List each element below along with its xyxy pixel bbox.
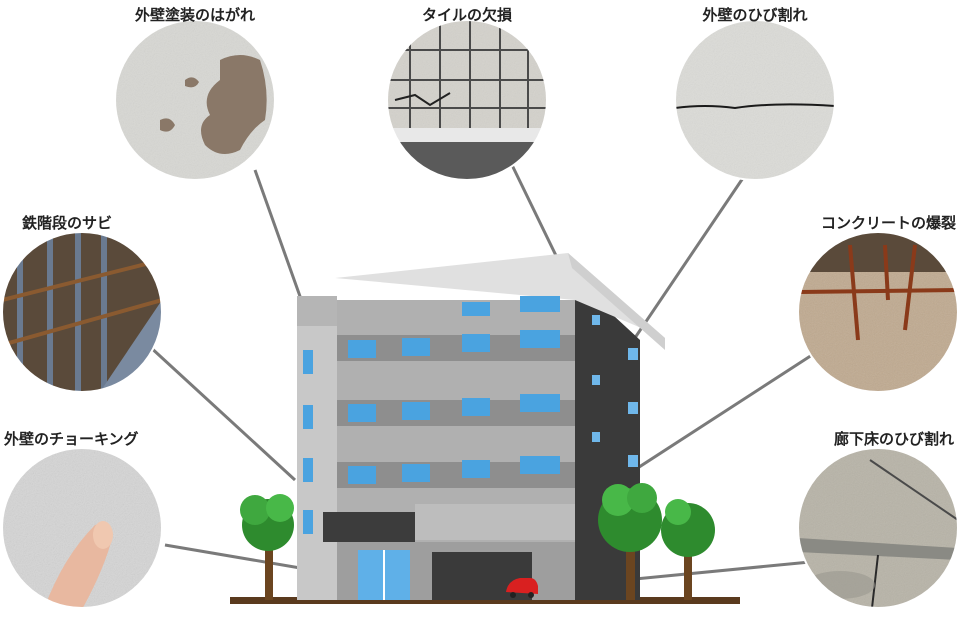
side-windows xyxy=(592,315,638,467)
photo-tile-chipping xyxy=(387,20,547,180)
tower-windows xyxy=(303,350,313,534)
photo-stair-rust xyxy=(2,232,162,392)
photo-corridor-crack xyxy=(798,448,958,608)
label-corridor-crack: 廊下床のひび割れ xyxy=(833,430,954,448)
entrance-canopy xyxy=(323,512,415,542)
label-stair-rust: 鉄階段のサビ xyxy=(22,214,113,232)
windows xyxy=(348,296,560,484)
line-stair-rust xyxy=(146,343,297,482)
photo-borders xyxy=(1,19,959,609)
label-paint-peeling: 外壁塗装のはがれ xyxy=(134,6,256,24)
label-tile-chipping: タイルの欠損 xyxy=(421,6,513,24)
tree-left xyxy=(240,494,294,600)
parking-garage xyxy=(432,552,532,600)
apartment-building xyxy=(297,253,665,600)
label-wall-crack: 外壁のひび割れ xyxy=(702,6,808,24)
tree-right-2 xyxy=(661,499,715,600)
stair-tower xyxy=(297,296,337,600)
ground xyxy=(230,597,740,604)
photo-paint-peeling xyxy=(115,20,275,180)
red-car xyxy=(506,578,538,598)
tree-right-1 xyxy=(598,483,662,600)
label-concrete-burst: コンクリートの爆裂 xyxy=(820,214,956,232)
line-wall-crack xyxy=(618,174,747,361)
photo-wall-crack xyxy=(675,20,835,180)
line-wall-chalking xyxy=(164,543,313,572)
photo-concrete-burst xyxy=(798,232,958,392)
label-wall-chalking: 外壁のチョーキング xyxy=(4,430,139,448)
photo-wall-chalking xyxy=(2,448,162,608)
